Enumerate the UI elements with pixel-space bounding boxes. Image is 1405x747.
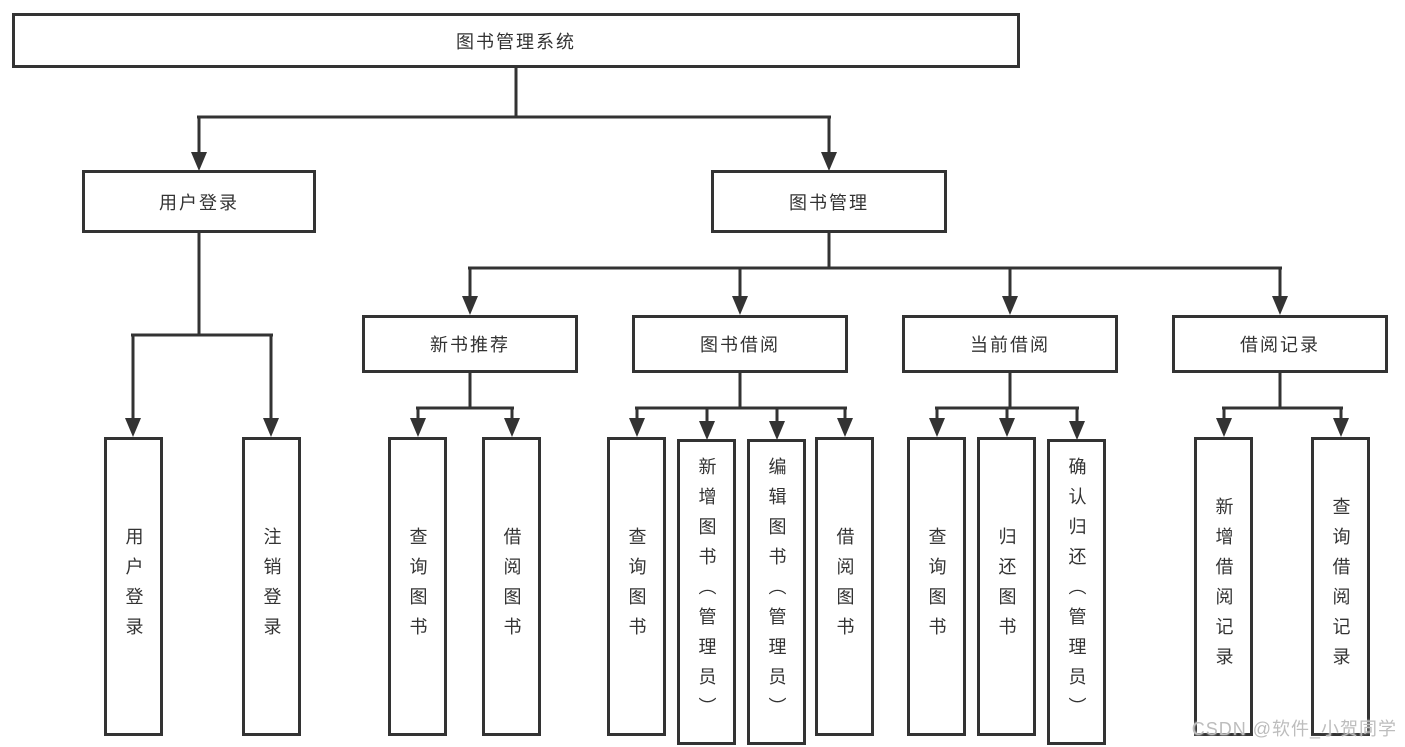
leaf-cb-query-books: 查询图书 [907, 437, 966, 736]
leaf-cb-return-books: 归还图书 [977, 437, 1036, 736]
leaf-logout: 注销登录 [242, 437, 301, 736]
node-library-system: 图书管理系统 [12, 13, 1020, 68]
node-current-borrowing: 当前借阅 [902, 315, 1118, 373]
leaf-nb-borrow-books: 借阅图书 [482, 437, 541, 736]
watermark-text: CSDN @软件_小贺同学 [1191, 719, 1397, 739]
leaf-nb-query-books: 查询图书 [388, 437, 447, 736]
node-book-borrowing-label: 图书借阅 [700, 335, 780, 355]
leaf-br-add-record: 新增借阅记录 [1194, 437, 1253, 736]
leaf-bb-query-books: 查询图书 [607, 437, 666, 736]
node-new-book-recommend: 新书推荐 [362, 315, 578, 373]
node-current-borrowing-label: 当前借阅 [970, 335, 1050, 355]
node-borrowing-records-label: 借阅记录 [1240, 335, 1320, 355]
leaf-cb-confirm-return-admin: 确认归还（管理员） [1047, 439, 1106, 745]
leaf-user-login: 用户登录 [104, 437, 163, 736]
node-book-borrowing: 图书借阅 [632, 315, 848, 373]
leaf-bb-add-books-admin: 新增图书（管理员） [677, 439, 736, 745]
leaf-bb-edit-books-admin: 编辑图书（管理员） [747, 439, 806, 745]
node-user-login-branch-label: 用户登录 [159, 192, 239, 213]
node-borrowing-records: 借阅记录 [1172, 315, 1388, 373]
leaf-bb-borrow-books: 借阅图书 [815, 437, 874, 736]
node-library-system-label: 图书管理系统 [456, 31, 576, 52]
node-new-book-recommend-label: 新书推荐 [430, 335, 510, 355]
node-user-login-branch: 用户登录 [82, 170, 316, 233]
node-book-management-label: 图书管理 [789, 192, 869, 213]
node-book-management: 图书管理 [711, 170, 947, 233]
leaf-br-query-record: 查询借阅记录 [1311, 437, 1370, 736]
